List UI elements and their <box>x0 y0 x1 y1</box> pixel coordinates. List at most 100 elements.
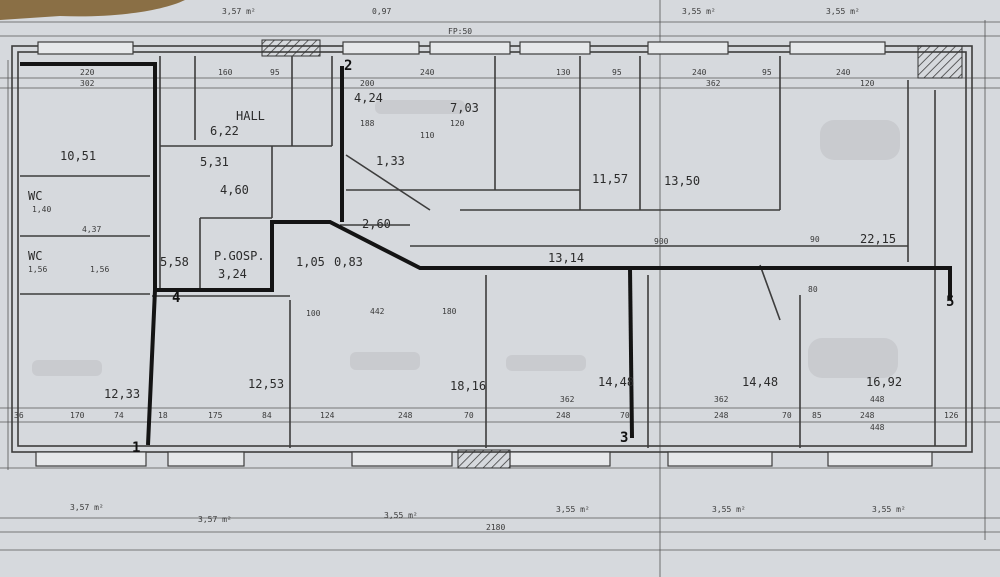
room-area-14-48-b: 14,48 <box>742 375 778 389</box>
room-area-13-50: 13,50 <box>664 174 700 188</box>
room-area-14-48-a: 14,48 <box>598 375 634 389</box>
dim-mid-1: 442 <box>370 307 385 316</box>
dim-top-7: 95 <box>612 68 622 77</box>
dim-bottom-12: 70 <box>782 411 792 420</box>
height-bottom-2: 3,55 m² <box>384 511 418 520</box>
room-area-22-15: 22,15 <box>860 232 896 246</box>
room-area-1-05: 1,05 <box>296 255 325 269</box>
room-area-12-33: 12,33 <box>104 387 140 401</box>
dim-bottom-13: 248 <box>860 411 875 420</box>
dim-top-12: 120 <box>860 79 875 88</box>
dim-top-11: 362 <box>706 79 721 88</box>
dim-top-misc-0: 0,97 <box>372 7 391 16</box>
dim-bottom-8: 70 <box>464 411 474 420</box>
room-area-16-92: 16,92 <box>866 375 902 389</box>
dim-top-9: 95 <box>762 68 772 77</box>
height-top-1: 3,55 m² <box>682 7 716 16</box>
hatched-column-bottom <box>457 449 511 469</box>
height-bottom-0: 3,57 m² <box>70 503 104 512</box>
room-area-12-53: 12,53 <box>248 377 284 391</box>
room-area-5-31: 5,31 <box>200 155 229 169</box>
bottom-windows <box>35 451 933 467</box>
dim-bottom-2: 74 <box>114 411 124 420</box>
dim-top-8: 240 <box>692 68 707 77</box>
dim-mid-8: 80 <box>808 285 818 294</box>
dim-top-2: 160 <box>218 68 233 77</box>
room-labels: HALL 6,22 10,51 5,31 4,60 4,24 7,03 1,33… <box>28 91 902 401</box>
wc-area-upper: 1,40 <box>32 205 51 214</box>
room-area-13-14: 13,14 <box>548 251 584 265</box>
hatched-column-top <box>261 39 321 57</box>
dim-mid-5: 448 <box>870 395 885 404</box>
marker-2: 2 <box>344 58 352 74</box>
dim-mid-7: 90 <box>810 235 820 244</box>
dim-bottom-9: 248 <box>556 411 571 420</box>
dim-bottom-4: 175 <box>208 411 223 420</box>
hatched-column-corner <box>917 45 963 79</box>
room-area-4-60: 4,60 <box>220 183 249 197</box>
dim-bottom-1: 170 <box>70 411 85 420</box>
wc-label-upper: WC <box>28 189 42 203</box>
height-bottom-5: 3,55 m² <box>872 505 906 514</box>
dim-bottom-16: 126 <box>944 411 959 420</box>
dim-top-1: 302 <box>80 79 95 88</box>
table-corner <box>0 0 185 20</box>
room-label-hall: HALL <box>236 109 265 123</box>
dim-top-4: 240 <box>420 68 435 77</box>
height-bottom-3: 3,55 m² <box>556 505 590 514</box>
marker-5: 5 <box>946 294 954 310</box>
marker-1: 1 <box>132 440 140 456</box>
dim-top-3: 95 <box>270 68 280 77</box>
redacted-patches <box>32 100 900 378</box>
dim-top-14: 110 <box>420 131 435 140</box>
height-bottom-4: 3,55 m² <box>712 505 746 514</box>
room-area-4-24: 4,24 <box>354 91 383 105</box>
dim-top-0: 220 <box>80 68 95 77</box>
dim-mid-2: 180 <box>442 307 457 316</box>
room-area-0-83: 0,83 <box>334 255 363 269</box>
dim-bottom-6: 124 <box>320 411 335 420</box>
room-area-10-51: 10,51 <box>60 149 96 163</box>
room-area-7-03: 7,03 <box>450 101 479 115</box>
dim-top-13: 188 <box>360 119 375 128</box>
room-area-4-37: 4,37 <box>82 225 101 234</box>
interior-walls <box>20 56 936 448</box>
room-area-18-16: 18,16 <box>450 379 486 393</box>
room-label-pgosp: P.GOSP. <box>214 249 265 263</box>
room-area-hall: 6,22 <box>210 124 239 138</box>
room-area-5-58: 5,58 <box>160 255 189 269</box>
dim-top-misc-1: FP:50 <box>448 27 472 36</box>
dim-bottom-5: 84 <box>262 411 272 420</box>
dim-bottom-15: 448 <box>870 423 885 432</box>
top-windows <box>37 41 886 55</box>
mid-dimensions: 100 442 180 362 362 448 900 90 80 <box>306 235 885 404</box>
total-length: 2180 <box>486 523 505 532</box>
top-dimensions: 220 302 160 95 240 200 130 95 240 95 240… <box>80 7 875 140</box>
height-top-0: 3,57 m² <box>222 7 256 16</box>
section-markers: 1 2 3 4 5 <box>132 58 954 456</box>
dim-top-15: 120 <box>450 119 465 128</box>
room-area-1-33: 1,33 <box>376 154 405 168</box>
wc-area-lower: 1,56 <box>28 265 47 274</box>
dim-mid-3: 362 <box>560 395 575 404</box>
wc-label-lower: WC <box>28 249 42 263</box>
height-annotations: 3,57 m² 3,57 m² 3,55 m² 3,55 m² 3,55 m² … <box>70 7 906 532</box>
marker-4: 4 <box>172 290 180 306</box>
height-bottom-1: 3,57 m² <box>198 515 232 524</box>
dim-mid-0: 100 <box>306 309 321 318</box>
dim-top-6: 130 <box>556 68 571 77</box>
dim-top-10: 240 <box>836 68 851 77</box>
room-area-11-57: 11,57 <box>592 172 628 186</box>
dim-bottom-10: 70 <box>620 411 630 420</box>
room-area-pgosp: 3,24 <box>218 267 247 281</box>
room-area-1-56: 1,56 <box>90 265 109 274</box>
marker-3: 3 <box>620 430 628 446</box>
room-area-2-60: 2,60 <box>362 217 391 231</box>
dim-bottom-14: 85 <box>812 411 822 420</box>
dim-mid-4: 362 <box>714 395 729 404</box>
dim-bottom-0: 36 <box>14 411 24 420</box>
dim-bottom-7: 248 <box>398 411 413 420</box>
bottom-dimensions: 36 170 74 18 175 84 124 248 70 248 70 24… <box>14 411 959 432</box>
